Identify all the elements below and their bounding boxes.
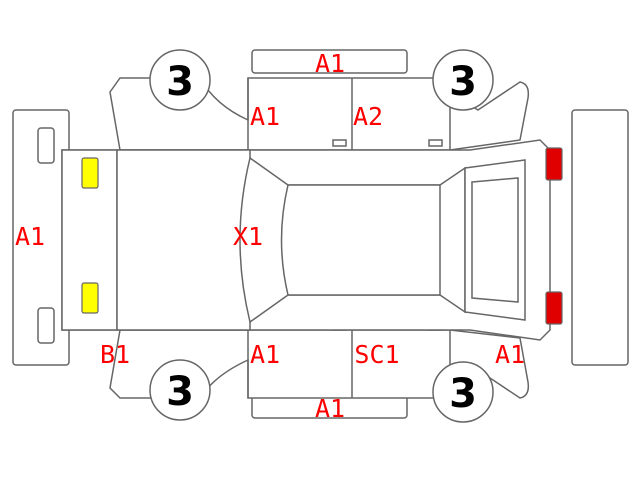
tire-bottom-left: 3 <box>149 359 211 421</box>
tire-bottom-left-value: 3 <box>166 369 194 415</box>
headlight-right <box>81 282 99 314</box>
tire-top-left: 3 <box>149 49 211 111</box>
tire-top-right-value: 3 <box>449 59 477 105</box>
label-front-left-door: A1 <box>250 102 280 131</box>
label-top-side-molding: A1 <box>315 49 345 78</box>
top-view-body <box>61 139 551 341</box>
door-handle-rear-left-2 <box>428 139 443 147</box>
tire-top-right: 3 <box>432 49 494 111</box>
rear-glass <box>471 177 519 303</box>
front-bumper-slot-top <box>37 127 55 164</box>
hood <box>116 149 251 331</box>
front-bumper-slot-bottom <box>37 307 55 344</box>
door-handle-rear-left <box>332 139 347 147</box>
roof <box>280 184 441 296</box>
label-front-right-door: A1 <box>250 340 280 369</box>
headlight-left <box>81 157 99 189</box>
rear-bumper <box>571 109 629 366</box>
label-front-left-fender: B1 <box>100 340 130 369</box>
tire-top-left-value: 3 <box>166 59 194 105</box>
taillight-right <box>545 291 563 325</box>
top-side-molding <box>251 49 408 74</box>
label-front-bumper: A1 <box>15 222 45 251</box>
label-roof: X1 <box>233 222 263 251</box>
taillight-left <box>545 147 563 181</box>
label-rear-right-quarter: A1 <box>495 340 525 369</box>
label-rear-left-door: A2 <box>353 102 383 131</box>
label-bottom-side-molding: A1 <box>315 394 345 423</box>
tire-bottom-right-value: 3 <box>449 371 477 417</box>
label-rear-right-door: SC1 <box>354 340 399 369</box>
tire-bottom-right: 3 <box>432 361 494 423</box>
